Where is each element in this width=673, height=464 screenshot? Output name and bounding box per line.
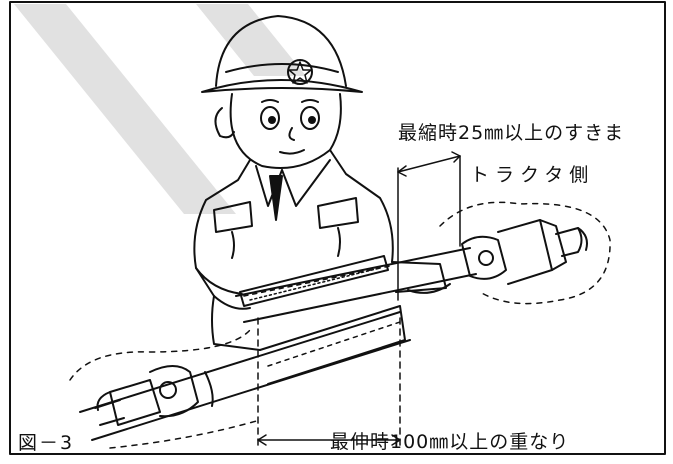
lower-shaft: [79, 305, 411, 441]
figure-frame: [9, 1, 666, 455]
implement-side-dashed-outline: [69, 329, 251, 381]
worker-jacket: [193, 149, 394, 351]
lower-universal-joint: [94, 365, 199, 426]
tractor-side-dashed-outline: [439, 201, 611, 305]
measuring-ruler: [239, 255, 389, 307]
upper-universal-joint: [461, 219, 588, 285]
figure-number-label: 図－3: [18, 432, 75, 454]
worker-arms: [195, 261, 451, 310]
min-clearance-dimension: [397, 151, 461, 301]
worker-helmet: [201, 15, 363, 93]
max-overlap-dimension: [257, 317, 401, 447]
upper-shaft: [235, 247, 477, 323]
watermark-stripes: [14, 4, 306, 214]
min-clearance-label: 最縮時25㎜以上のすきま: [398, 122, 625, 144]
max-overlap-label: 最伸時100㎜以上の重なり: [330, 431, 570, 453]
tractor-side-label: トラクタ側: [470, 164, 595, 186]
implement-side-dashed-outline-b: [109, 419, 261, 449]
worker-face: [214, 93, 342, 169]
star-emblem-icon: [287, 59, 313, 85]
